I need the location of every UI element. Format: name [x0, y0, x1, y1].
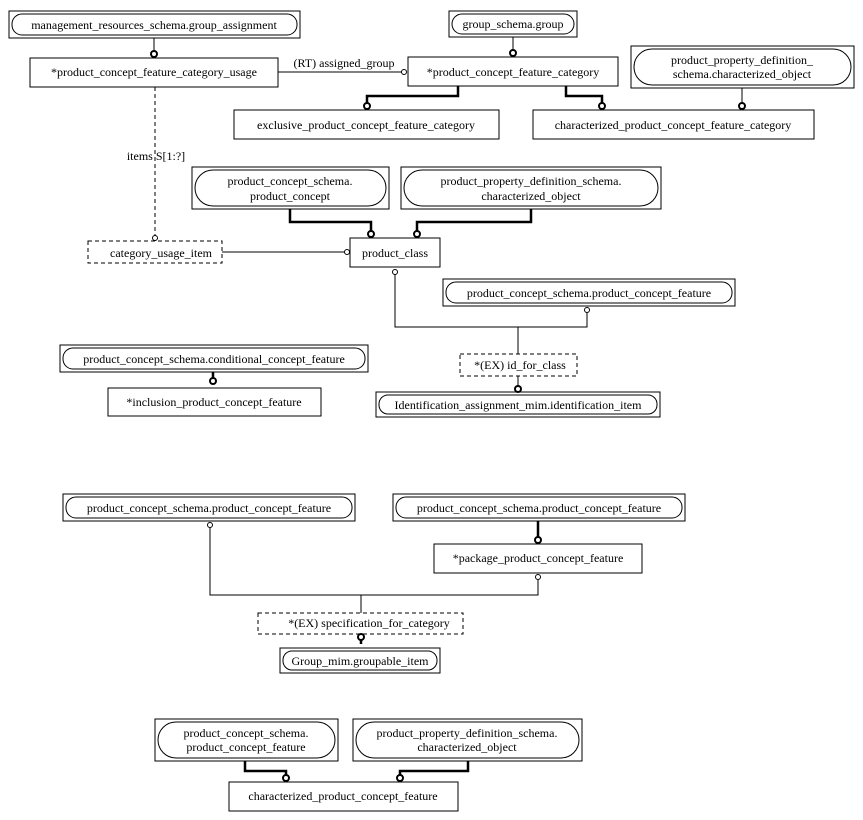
- node-label-line-1: product_concept_schema.: [228, 174, 353, 188]
- endpoint-circle: [209, 377, 217, 385]
- node-label-line-2: characterized_object: [481, 189, 581, 203]
- node-exclusive-pcfc[interactable]: exclusive_product_concept_feature_catego…: [233, 109, 500, 140]
- node-category-usage-item[interactable]: category_usage_item: [87, 240, 223, 264]
- endpoint-circle: [514, 385, 522, 393]
- endpoint-circle: [367, 230, 375, 238]
- node-label: product_concept_schema.product_concept_f…: [87, 501, 331, 515]
- endpoint-circle: [392, 269, 398, 275]
- node-inclusion-pcf[interactable]: *inclusion_product_concept_feature: [107, 387, 322, 417]
- edge-label-items-set: items S[1:?]: [127, 149, 185, 163]
- node-pcs-pcf-c[interactable]: product_concept_schema.product_concept_f…: [392, 493, 686, 522]
- node-ppd-characterized-object-bottom[interactable]: product_property_definition_schema. char…: [352, 718, 583, 762]
- endpoint-circle: [535, 574, 541, 580]
- node-label: *product_concept_feature_category_usage: [51, 65, 257, 79]
- node-group-schema-group[interactable]: group_schema.group: [448, 10, 578, 38]
- node-label-line-2: product_concept_feature: [186, 740, 305, 754]
- node-label: *(EX) specification_for_category: [288, 616, 450, 630]
- edge-ppd-class: [415, 209, 533, 231]
- node-pcs-conditional-cf[interactable]: product_concept_schema.conditional_conce…: [59, 344, 369, 373]
- endpoint-circle: [207, 522, 213, 528]
- edge-ppd-characterized-pcf: [398, 761, 470, 777]
- node-label: Identification_assignment_mim.identifica…: [395, 398, 643, 412]
- node-product-class[interactable]: product_class: [349, 237, 441, 268]
- node-label-line-1: product_property_definition_schema.: [377, 726, 558, 740]
- node-label-line-2: schema.characterized_object: [673, 67, 812, 81]
- endpoint-markers: [150, 49, 746, 782]
- node-pcfc[interactable]: *product_concept_feature_category: [407, 56, 619, 87]
- edge-pcfc-characterized: [564, 86, 604, 103]
- edge-class-id-for-class: [394, 273, 519, 354]
- node-label: characterized_product_concept_feature_ca…: [555, 118, 792, 132]
- node-label: management_resources_schema.group_assign…: [31, 18, 277, 32]
- edge-product-concept-class: [288, 209, 373, 231]
- connectors: [153, 37, 743, 777]
- edge-pcs-pcf-characterized: [243, 761, 288, 777]
- node-label-line-2: product_concept: [250, 189, 331, 203]
- node-package-pcf[interactable]: *package_product_concept_feature: [433, 543, 643, 574]
- node-pcs-pcf-bottom[interactable]: product_concept_schema. product_concept_…: [154, 718, 339, 762]
- edge-pcf-spec: [209, 528, 362, 613]
- node-label-line-1: product_property_definition_schema.: [441, 174, 622, 188]
- node-label-line-1: product_concept_schema.: [184, 726, 309, 740]
- endpoint-circle: [584, 307, 590, 313]
- node-pcs-product-concept[interactable]: product_concept_schema. product_concept: [191, 166, 390, 210]
- node-label: characterized_product_concept_feature: [248, 789, 437, 803]
- endpoint-circle: [357, 633, 365, 641]
- node-label: *(EX) id_for_class: [474, 358, 566, 372]
- endpoint-circle: [363, 102, 371, 110]
- node-characterized-pcf[interactable]: characterized_product_concept_feature: [228, 781, 459, 812]
- node-label: product_class: [362, 246, 428, 260]
- node-identification-item[interactable]: Identification_assignment_mim.identifica…: [375, 391, 661, 418]
- endpoint-circle: [738, 102, 746, 110]
- endpoint-circle: [282, 774, 290, 782]
- node-label: group_schema.group: [463, 17, 564, 31]
- node-spec-for-category[interactable]: *(EX) specification_for_category: [257, 612, 464, 635]
- node-pcfc-usage[interactable]: *product_concept_feature_category_usage: [29, 57, 279, 88]
- node-ppd-characterized-object-mid[interactable]: product_property_definition_schema. char…: [400, 166, 662, 210]
- node-label: product_concept_schema.product_concept_f…: [467, 286, 711, 300]
- node-label: *product_concept_feature_category: [427, 65, 600, 79]
- node-label-line-1: product_property_definition_: [671, 53, 814, 67]
- endpoint-circle: [396, 774, 404, 782]
- edge-label-rt-assigned-group: (RT) assigned_group: [294, 56, 395, 70]
- endpoint-circle: [598, 102, 606, 110]
- node-label: product_concept_schema.conditional_conce…: [83, 352, 345, 366]
- endpoint-circle: [534, 536, 542, 544]
- node-pcs-pcf-a[interactable]: product_concept_schema.product_concept_f…: [442, 278, 736, 307]
- endpoint-circle: [150, 50, 158, 58]
- node-id-for-class[interactable]: *(EX) id_for_class: [459, 353, 578, 377]
- node-label: *package_product_concept_feature: [453, 551, 624, 565]
- node-label-line-2: characterized_object: [417, 740, 517, 754]
- node-mrs-group-assignment[interactable]: management_resources_schema.group_assign…: [8, 10, 301, 39]
- endpoint-circle: [413, 230, 421, 238]
- endpoint-circle: [344, 249, 350, 255]
- node-characterized-pcfc[interactable]: characterized_product_concept_feature_ca…: [532, 109, 815, 140]
- edge-package-spec: [361, 580, 539, 596]
- endpoint-circle: [152, 235, 158, 241]
- endpoint-circle: [509, 49, 517, 57]
- node-ppd-characterized-object-top[interactable]: product_property_definition_ schema.char…: [630, 45, 855, 89]
- node-label: category_usage_item: [110, 246, 213, 260]
- node-label: Group_mim.groupable_item: [292, 654, 430, 668]
- endpoint-circle: [401, 69, 407, 75]
- node-groupable-item[interactable]: Group_mim.groupable_item: [279, 647, 441, 674]
- edge-pcf-id-for-class: [518, 313, 588, 328]
- node-label: exclusive_product_concept_feature_catego…: [257, 118, 475, 132]
- node-label: *inclusion_product_concept_feature: [126, 395, 301, 409]
- node-pcs-pcf-b[interactable]: product_concept_schema.product_concept_f…: [62, 493, 356, 522]
- node-label: product_concept_schema.product_concept_f…: [417, 501, 661, 515]
- edge-pcfc-exclusive: [365, 86, 460, 103]
